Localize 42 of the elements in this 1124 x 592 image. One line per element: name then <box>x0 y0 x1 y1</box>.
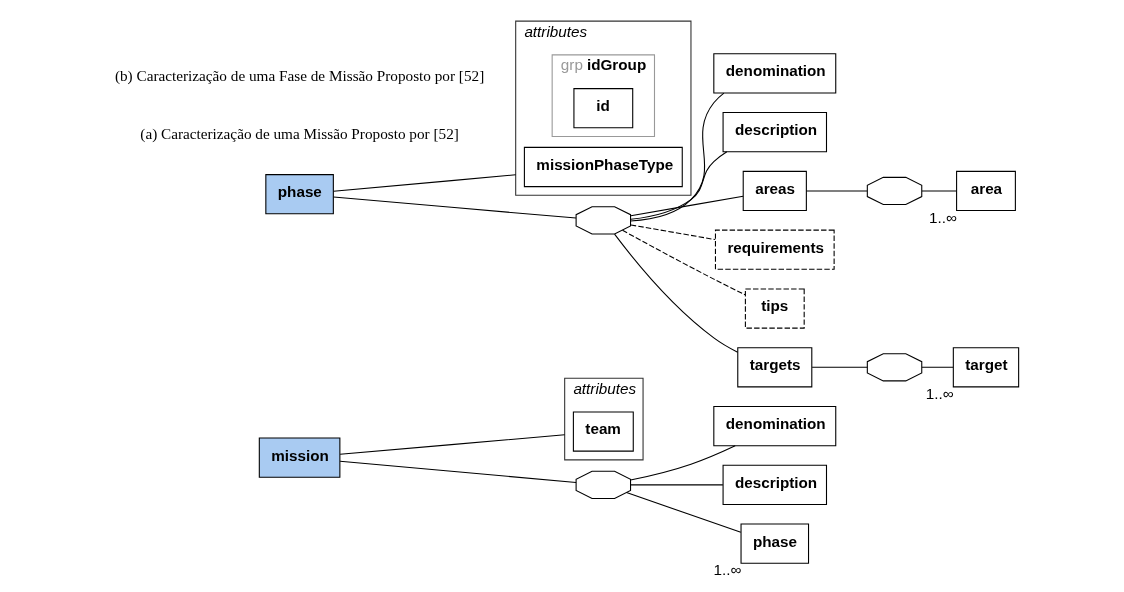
label: (a) Caracterização de uma Missão Proposto por [52] <box>139 125 459 143</box>
node-box: areas <box>742 170 807 212</box>
node-label: 1..∞ <box>713 561 741 579</box>
node-label: 1..∞ <box>928 208 957 226</box>
connector <box>629 195 744 217</box>
node-box: mission <box>258 437 340 478</box>
connector <box>339 460 577 484</box>
connector <box>805 190 868 192</box>
node-box: area <box>955 170 1016 212</box>
connector <box>811 366 868 368</box>
node-octagon <box>866 353 922 382</box>
node-box: tips <box>744 288 805 329</box>
connector <box>621 229 746 296</box>
node-box: phase <box>264 174 334 215</box>
connector <box>629 484 723 486</box>
connector <box>629 92 724 222</box>
node-box: denomination <box>712 53 836 94</box>
node-box: requirements <box>714 229 835 270</box>
connector <box>920 366 954 368</box>
node-box: target <box>952 347 1019 388</box>
connector <box>625 492 741 533</box>
node-box: description <box>722 464 827 506</box>
node-box: team <box>572 411 634 452</box>
node-box: missionPhaseType <box>523 146 683 188</box>
node-box: description <box>722 112 827 153</box>
connector <box>332 196 577 219</box>
connector <box>332 174 516 192</box>
node-octagon <box>866 176 922 206</box>
node-box: targets <box>736 347 812 388</box>
connector <box>629 445 736 481</box>
node-box: denomination <box>712 405 836 447</box>
node-box: phase <box>740 523 809 564</box>
node-label: 1..∞ <box>925 385 954 403</box>
label: (b) Caracterização de uma Fase de Missão Proposto por [52] <box>114 66 484 84</box>
connector <box>613 233 738 353</box>
connector <box>339 434 565 455</box>
node-octagon <box>575 470 631 500</box>
node-box: id <box>572 88 633 129</box>
connector <box>920 190 957 192</box>
connector <box>629 151 727 220</box>
connector <box>629 224 716 241</box>
node-octagon <box>575 206 631 235</box>
